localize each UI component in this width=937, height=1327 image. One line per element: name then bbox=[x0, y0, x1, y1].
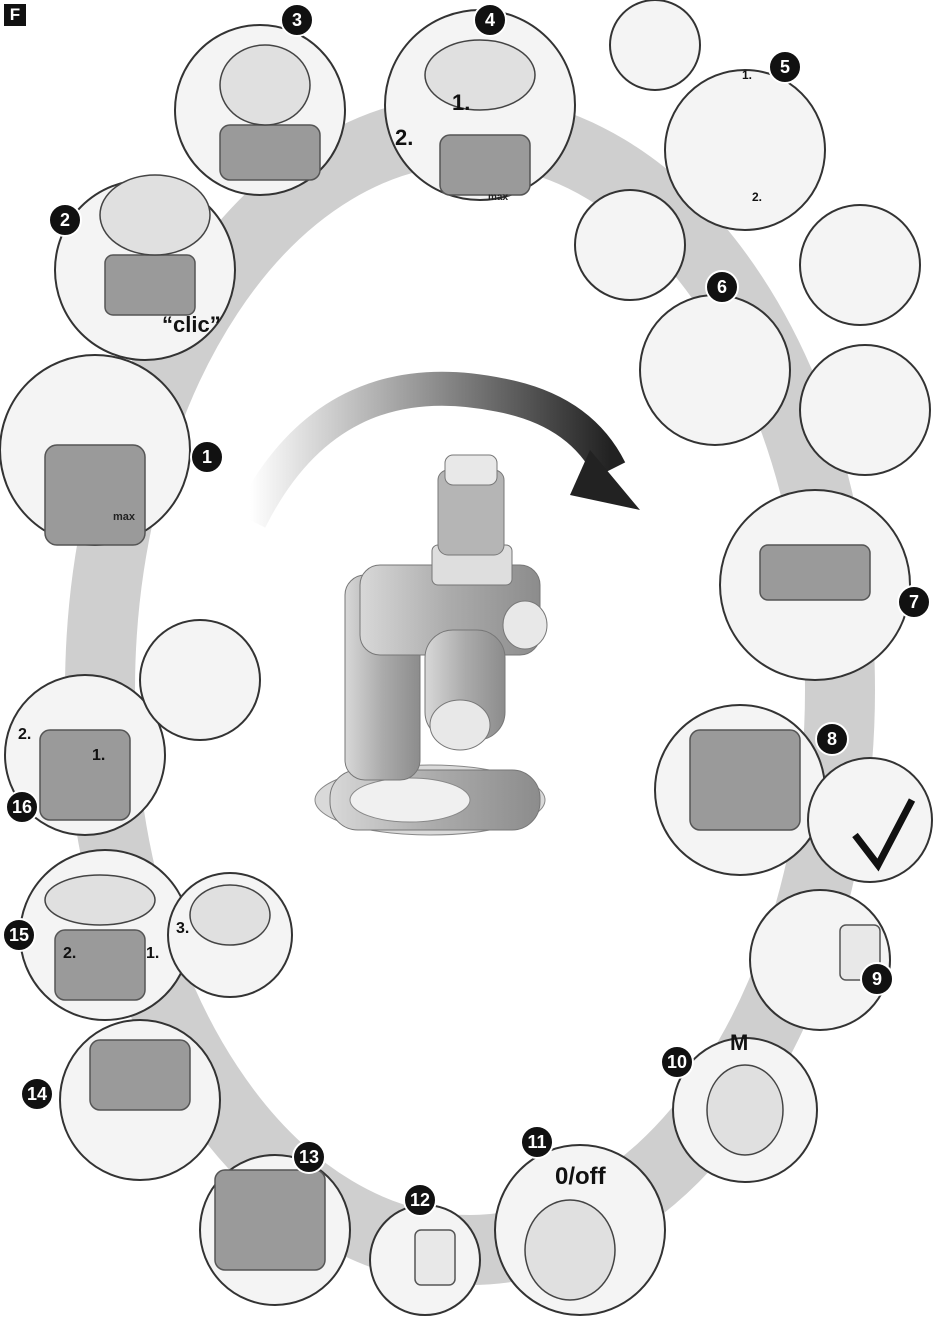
step-badge-8: 8 bbox=[815, 722, 849, 756]
step-badge-5: 5 bbox=[768, 50, 802, 84]
step-badge-7: 7 bbox=[897, 585, 931, 619]
step16-label-1: 1. bbox=[92, 747, 105, 765]
step-6c-illustration bbox=[800, 345, 930, 475]
mode-label: M bbox=[730, 1030, 748, 1056]
step-badge-9: 9 bbox=[860, 962, 894, 996]
step-badge-1: 1 bbox=[190, 440, 224, 474]
step4-label-1: 1. bbox=[452, 90, 470, 116]
step-badge-2: 2 bbox=[48, 203, 82, 237]
max-mark-step4: max bbox=[488, 192, 508, 203]
step5-label-2: 2. bbox=[752, 190, 762, 204]
step-6-illustration bbox=[640, 295, 790, 445]
step-badge-6: 6 bbox=[705, 270, 739, 304]
step16-label-2: 2. bbox=[18, 726, 31, 744]
off-label: 0/off bbox=[555, 1163, 606, 1191]
step-badge-10: 10 bbox=[660, 1045, 694, 1079]
step-5-illustration bbox=[665, 70, 825, 230]
step-badge-15: 15 bbox=[2, 918, 36, 952]
step5-label-1: 1. bbox=[742, 68, 752, 82]
step15-label-3: 3. bbox=[176, 920, 189, 938]
kitchen-machine-icon bbox=[315, 455, 547, 835]
step15-label-2: 2. bbox=[63, 945, 76, 963]
direction-arrow bbox=[250, 389, 610, 520]
step-badge-13: 13 bbox=[292, 1140, 326, 1174]
step4-label-2: 2. bbox=[395, 125, 413, 151]
clic-label: “clic” bbox=[162, 312, 221, 338]
step-6b-illustration bbox=[800, 205, 920, 325]
step-8b-illustration bbox=[808, 758, 932, 882]
section-letter: F bbox=[4, 4, 26, 26]
step-badge-14: 14 bbox=[20, 1077, 54, 1111]
step-badge-3: 3 bbox=[280, 3, 314, 37]
max-mark-step1: max bbox=[113, 511, 135, 523]
step-badge-4: 4 bbox=[473, 3, 507, 37]
step-5c-illustration bbox=[610, 0, 700, 90]
step-badge-11: 11 bbox=[520, 1125, 554, 1159]
step15-label-1: 1. bbox=[146, 945, 159, 963]
step-5b-illustration bbox=[575, 190, 685, 300]
step-badge-12: 12 bbox=[403, 1183, 437, 1217]
step-badge-16: 16 bbox=[5, 790, 39, 824]
step-16b-illustration bbox=[140, 620, 260, 740]
